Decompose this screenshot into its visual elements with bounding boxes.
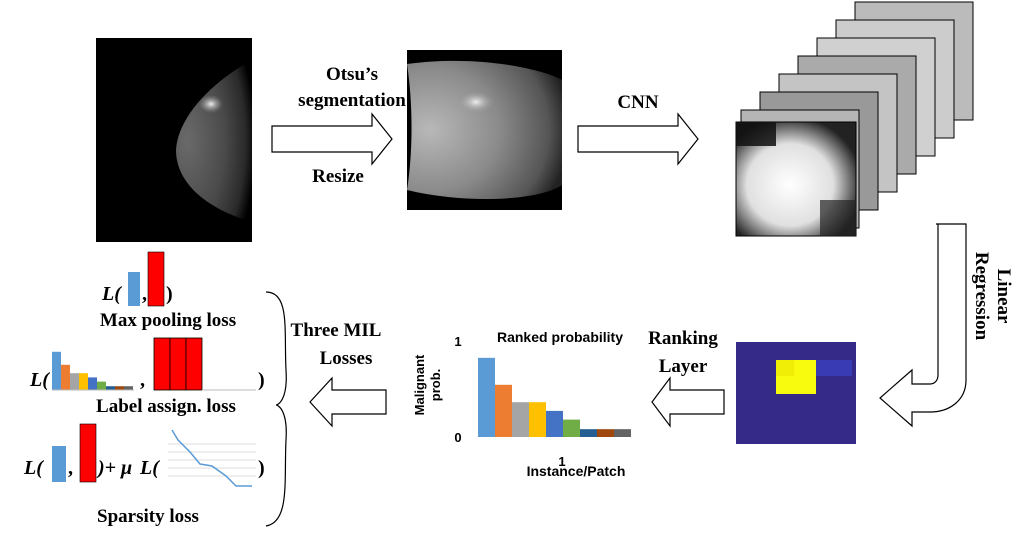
cnn-label: CNN bbox=[617, 92, 658, 113]
sparsity-label: Sparsity loss bbox=[97, 506, 199, 527]
label-assign-bar-3 bbox=[70, 373, 79, 390]
max-pool-close: ) bbox=[166, 283, 173, 305]
label-assign-bar-2 bbox=[61, 364, 70, 390]
chart-title: Ranked probability bbox=[497, 329, 623, 345]
chart-ytick-bottom: 0 bbox=[454, 430, 461, 445]
sparsity-red-bar bbox=[79, 423, 97, 483]
three-mil-arrow bbox=[309, 376, 387, 428]
chart-ytick-top: 1 bbox=[454, 334, 461, 349]
max-pooling-loss: L( , ) Max pooling loss bbox=[100, 251, 236, 331]
ranked-bar-3 bbox=[512, 402, 529, 437]
sparsity-close: ) bbox=[258, 457, 265, 479]
label-assign-close: ) bbox=[258, 369, 265, 391]
linear-label-line2: Regression bbox=[971, 252, 992, 341]
ranked-bar-8 bbox=[597, 429, 614, 437]
chart-xlabel: Instance/Patch bbox=[527, 463, 626, 479]
segmentation-arrow bbox=[271, 112, 393, 166]
max-pool-comma: , bbox=[142, 283, 147, 305]
sparsity-L: L( bbox=[23, 457, 44, 479]
label-assign-red-bar-1 bbox=[153, 337, 171, 391]
label-assign-bar-6 bbox=[97, 381, 106, 390]
label-assign-bar-7 bbox=[106, 386, 115, 390]
max-pool-red-bar bbox=[147, 251, 165, 307]
label-assign-bars bbox=[52, 351, 133, 390]
three-mil-line1: Three MIL bbox=[291, 320, 382, 341]
ranked-bars bbox=[478, 357, 631, 437]
sparsity-curve bbox=[168, 429, 256, 487]
ranked-bar-4 bbox=[529, 402, 546, 437]
original-mammogram bbox=[96, 38, 252, 242]
feature-map-stack bbox=[735, 1, 974, 237]
label-assign-bar-8 bbox=[115, 386, 124, 390]
label-assign-bar-1 bbox=[52, 351, 61, 390]
ranked-bar-1 bbox=[478, 357, 495, 437]
sparsity-plus-mu: )+ μ bbox=[96, 457, 132, 479]
ranking-heatmap bbox=[736, 342, 856, 444]
sparsity-blue-bar bbox=[52, 446, 66, 482]
ranked-bar-6 bbox=[563, 419, 580, 437]
ranked-bar-5 bbox=[546, 410, 563, 437]
losses-brace bbox=[265, 291, 287, 527]
label-assign-bar-5 bbox=[88, 377, 97, 390]
linear-regression-arrow bbox=[879, 223, 967, 428]
resize-label: Resize bbox=[312, 166, 364, 187]
sparsity-comma: , bbox=[68, 457, 73, 479]
cnn-arrow bbox=[577, 112, 699, 166]
ranked-bar-9 bbox=[614, 429, 631, 437]
ranking-label-line1: Ranking bbox=[648, 328, 718, 349]
label-assign-bar-9 bbox=[124, 386, 133, 390]
label-assign-label: Label assign. loss bbox=[96, 396, 236, 417]
chart-xtick: 1 bbox=[558, 454, 565, 469]
sparsity-loss: L( , )+ μ L( ) Sparsity loss bbox=[23, 423, 265, 527]
chart-ylabel-line1: Malignant bbox=[412, 354, 427, 415]
label-assign-comma: , bbox=[140, 369, 145, 391]
sparsity-L2: L( bbox=[139, 457, 160, 479]
linear-label-line1: Linear bbox=[993, 269, 1014, 324]
ranked-bar-7 bbox=[580, 429, 597, 437]
label-assign-loss: L( , ) Label assign. loss bbox=[29, 337, 265, 417]
chart-ylabel-line2: prob. bbox=[428, 369, 443, 402]
segmented-mammogram bbox=[407, 50, 562, 210]
ranked-probability-chart: Ranked probability Malignant prob. 1 0 1… bbox=[412, 329, 631, 479]
otsu-label-line2: segmentation bbox=[298, 90, 406, 111]
three-mil-line2: Losses bbox=[320, 348, 373, 369]
max-pool-blue-bar bbox=[128, 272, 140, 306]
otsu-label-line1: Otsu’s bbox=[326, 64, 378, 85]
ranked-bar-2 bbox=[495, 384, 512, 437]
label-assign-red-bar-3 bbox=[185, 337, 203, 391]
ranking-label-line2: Layer bbox=[659, 356, 708, 377]
label-assign-red-bar-2 bbox=[169, 337, 187, 391]
max-pool-L: L( bbox=[101, 283, 122, 305]
ranking-arrow bbox=[651, 376, 725, 428]
label-assign-L: L( bbox=[29, 369, 50, 391]
label-assign-bar-4 bbox=[79, 373, 88, 390]
max-pooling-label: Max pooling loss bbox=[100, 310, 236, 331]
